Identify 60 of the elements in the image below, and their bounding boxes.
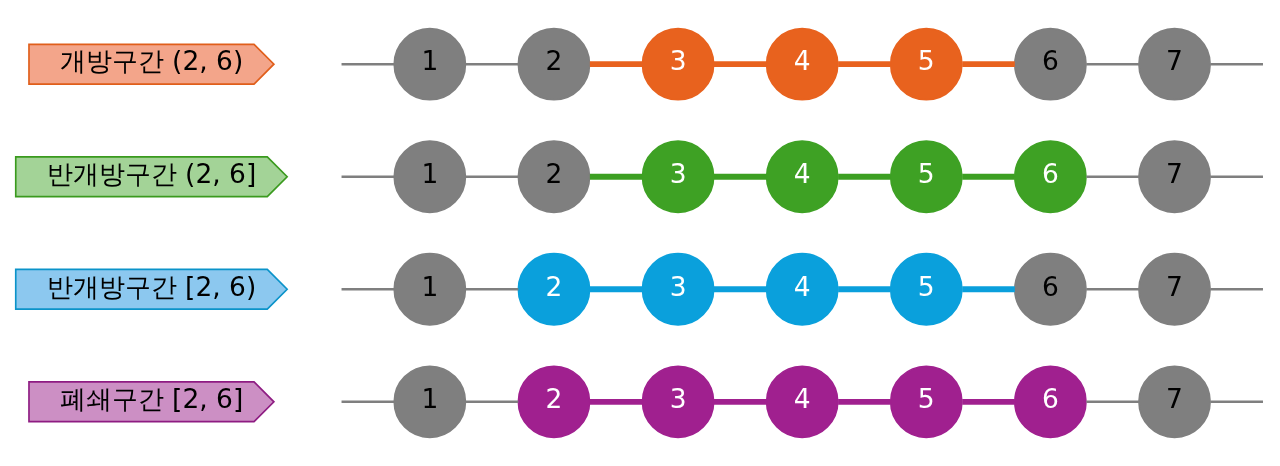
connector bbox=[962, 61, 1015, 68]
connector bbox=[589, 398, 643, 405]
connector bbox=[962, 398, 1015, 405]
node-circle: 7 bbox=[1138, 252, 1211, 326]
node-circle: 2 bbox=[517, 140, 591, 214]
node-circle: 3 bbox=[641, 365, 715, 439]
node-circle: 6 bbox=[1014, 365, 1087, 439]
connector bbox=[714, 286, 767, 293]
connector bbox=[1086, 287, 1139, 291]
connector bbox=[465, 62, 519, 66]
node-circle: 1 bbox=[393, 252, 467, 326]
node-circle: 7 bbox=[1138, 27, 1211, 101]
node-circle: 2 bbox=[517, 365, 591, 439]
connector bbox=[1210, 62, 1263, 66]
connector bbox=[1086, 400, 1139, 404]
connector bbox=[465, 287, 519, 291]
connector bbox=[341, 175, 395, 179]
connector bbox=[838, 173, 891, 180]
connector bbox=[838, 398, 891, 405]
node-circle: 6 bbox=[1014, 27, 1087, 101]
node-circle: 6 bbox=[1014, 140, 1087, 214]
connector bbox=[962, 173, 1015, 180]
connector bbox=[1086, 62, 1139, 66]
node-circle: 5 bbox=[889, 252, 963, 326]
connector bbox=[589, 61, 643, 68]
connector bbox=[589, 286, 643, 293]
node-circle: 4 bbox=[765, 365, 839, 439]
connector bbox=[1210, 175, 1263, 179]
connector bbox=[838, 286, 891, 293]
connector bbox=[714, 61, 767, 68]
connector bbox=[714, 173, 767, 180]
node-circle: 1 bbox=[393, 27, 467, 101]
node-circle: 3 bbox=[641, 252, 715, 326]
connector bbox=[714, 398, 767, 405]
node-circle: 4 bbox=[765, 140, 839, 214]
node-circle: 5 bbox=[889, 27, 963, 101]
connector bbox=[465, 175, 519, 179]
connector bbox=[589, 173, 643, 180]
node-circle: 5 bbox=[889, 365, 963, 439]
node-circle: 2 bbox=[517, 27, 591, 101]
connector bbox=[1086, 175, 1139, 179]
connector bbox=[1210, 287, 1263, 291]
connector bbox=[962, 286, 1015, 293]
node-circle: 2 bbox=[517, 252, 591, 326]
connector bbox=[1210, 400, 1263, 404]
node-circle: 4 bbox=[765, 252, 839, 326]
node-circle: 6 bbox=[1014, 252, 1087, 326]
connector bbox=[341, 287, 395, 291]
node-circle: 5 bbox=[889, 140, 963, 214]
node-circle: 1 bbox=[393, 365, 467, 439]
node-circle: 3 bbox=[641, 140, 715, 214]
connector bbox=[838, 61, 891, 68]
node-circle: 7 bbox=[1138, 365, 1211, 439]
connector bbox=[341, 400, 395, 404]
connector bbox=[465, 400, 519, 404]
connector bbox=[341, 62, 395, 66]
node-circle: 3 bbox=[641, 27, 715, 101]
node-circle: 4 bbox=[765, 27, 839, 101]
node-circle: 1 bbox=[393, 140, 467, 214]
node-circle: 7 bbox=[1138, 140, 1211, 214]
